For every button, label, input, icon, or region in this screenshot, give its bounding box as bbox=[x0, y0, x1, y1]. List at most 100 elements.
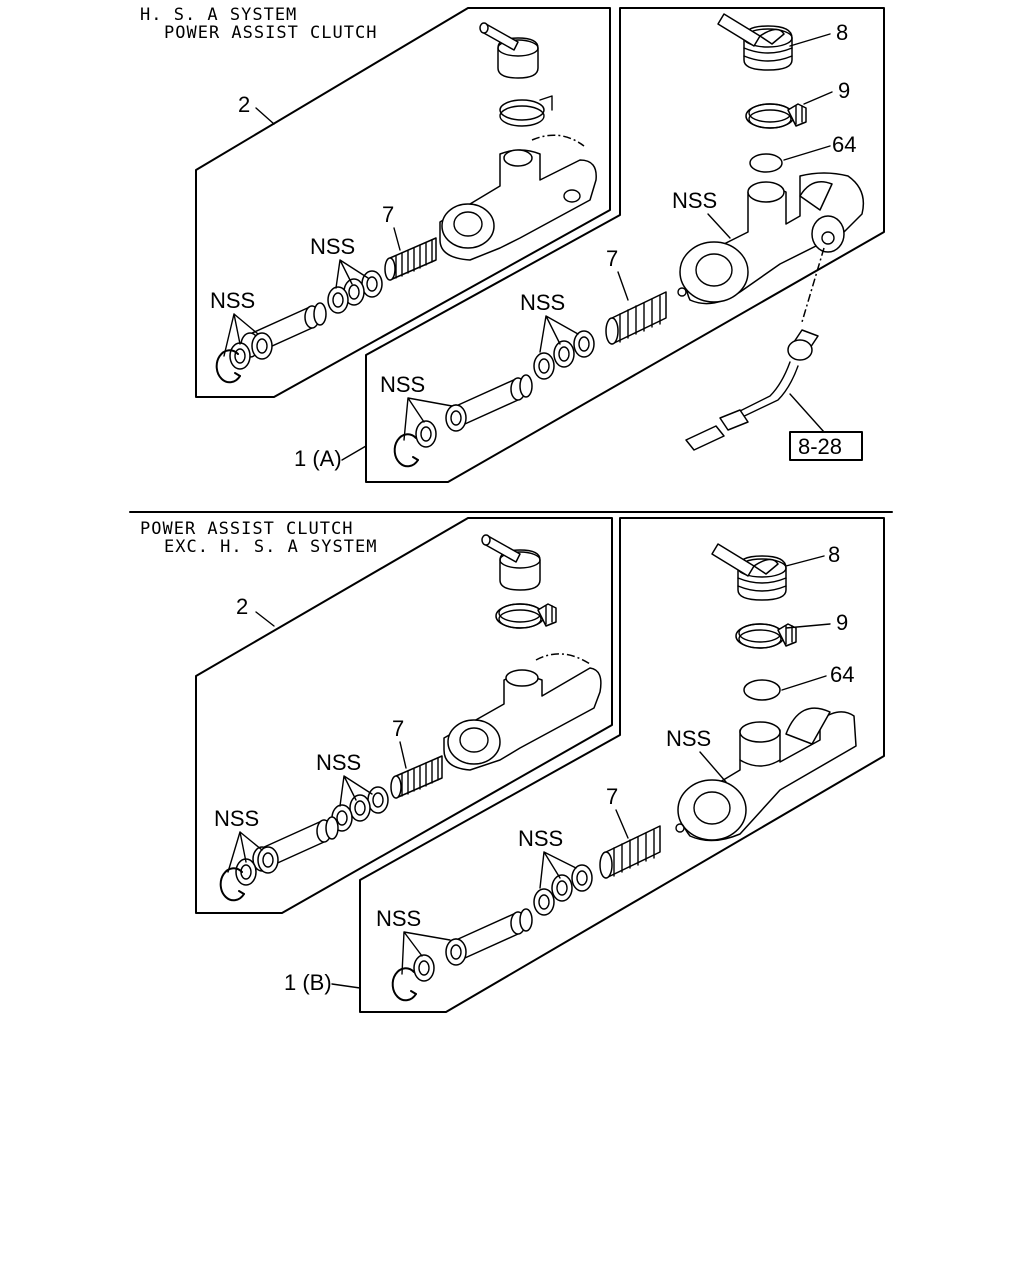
top-left-cup-4 bbox=[251, 332, 273, 360]
bottom-leader-nss-body bbox=[699, 751, 727, 783]
bottom-leader-nss-left-upper bbox=[339, 775, 373, 807]
top-right-spring bbox=[605, 291, 667, 345]
bottom-left-cup-2 bbox=[349, 794, 371, 822]
bottom-leader-assembly bbox=[331, 983, 361, 989]
top-subassembly-frame bbox=[195, 7, 611, 398]
bottom-leader-64 bbox=[781, 675, 827, 691]
top-ref-box-label: 8-28 bbox=[798, 434, 842, 459]
top-label-7-left: 7 bbox=[382, 202, 394, 227]
top-left-reservoir bbox=[479, 22, 539, 79]
top-right-cup-1 bbox=[573, 330, 595, 358]
bottom-label-nss-body: NSS bbox=[666, 726, 711, 751]
bottom-right-cup-1 bbox=[571, 864, 593, 892]
top-leader-nss-right-lower bbox=[403, 397, 453, 441]
bottom-leader-nss-right-lower bbox=[401, 931, 451, 975]
top-label-2: 2 bbox=[238, 92, 250, 117]
bottom-label-7-right: 7 bbox=[606, 784, 618, 809]
top-leader-8 bbox=[789, 33, 831, 47]
bottom-label-nss-right-upper: NSS bbox=[518, 826, 563, 851]
top-leader-7-left bbox=[393, 227, 401, 251]
bottom-label-8: 8 bbox=[828, 542, 840, 567]
bottom-left-cup-5 bbox=[235, 858, 257, 886]
bottom-leader-2 bbox=[255, 611, 275, 627]
top-leader-ref bbox=[789, 393, 825, 433]
top-label-nss-right-upper: NSS bbox=[520, 290, 565, 315]
bottom-label-2: 2 bbox=[236, 594, 248, 619]
top-left-cup-1 bbox=[361, 270, 383, 298]
top-right-cup-4 bbox=[445, 404, 467, 432]
top-label-8: 8 bbox=[836, 20, 848, 45]
bottom-left-reservoir bbox=[481, 534, 541, 591]
bottom-header-line2: EXC. H. S. A SYSTEM bbox=[164, 537, 377, 557]
top-right-clamp bbox=[745, 103, 807, 129]
bottom-right-snapring bbox=[391, 967, 417, 1002]
bottom-label-nss-left-lower: NSS bbox=[214, 806, 259, 831]
bottom-assembly-label: 1 (B) bbox=[284, 970, 332, 995]
top-header-line1: H. S. A SYSTEM bbox=[140, 5, 297, 25]
top-leader-assembly bbox=[341, 445, 367, 461]
top-leader-2 bbox=[255, 107, 275, 125]
top-leader-nss-left-lower bbox=[223, 313, 259, 357]
bottom-right-body bbox=[675, 707, 857, 842]
top-label-nss-right-lower: NSS bbox=[380, 372, 425, 397]
bottom-right-reservoir bbox=[711, 543, 787, 601]
bottom-label-64: 64 bbox=[830, 662, 854, 687]
bottom-label-9: 9 bbox=[836, 610, 848, 635]
bottom-left-clamp bbox=[495, 603, 557, 629]
top-right-cup-3 bbox=[533, 352, 555, 380]
bottom-section: POWER ASSIST CLUTCH EXC. H. S. A SYSTEM … bbox=[140, 517, 885, 1013]
top-section: H. S. A SYSTEM POWER ASSIST CLUTCH bbox=[140, 5, 885, 483]
top-right-oring bbox=[749, 153, 783, 173]
bottom-leader-7-right bbox=[615, 809, 629, 839]
top-label-nss-left-lower: NSS bbox=[210, 288, 255, 313]
top-left-cup-5 bbox=[229, 342, 251, 370]
bottom-right-oring bbox=[743, 679, 781, 701]
top-label-7-right: 7 bbox=[606, 246, 618, 271]
bottom-label-nss-left-upper: NSS bbox=[316, 750, 361, 775]
bottom-header-line1: POWER ASSIST CLUTCH bbox=[140, 519, 353, 539]
top-left-spring bbox=[384, 237, 437, 281]
top-leader-64 bbox=[783, 145, 831, 161]
top-right-body bbox=[677, 172, 865, 305]
top-left-clamp bbox=[499, 95, 553, 127]
top-label-nss-left-upper: NSS bbox=[310, 234, 355, 259]
top-sensor-line bbox=[801, 247, 825, 323]
top-right-cup-2 bbox=[553, 340, 575, 368]
bottom-leader-8 bbox=[785, 555, 825, 567]
top-leader-7-right bbox=[617, 271, 629, 301]
top-ref-box bbox=[789, 431, 863, 461]
top-right-sensor bbox=[685, 329, 819, 451]
bottom-label-nss-right-lower: NSS bbox=[376, 906, 421, 931]
bottom-left-spring bbox=[390, 755, 443, 799]
top-leader-9 bbox=[803, 91, 833, 105]
top-label-9: 9 bbox=[838, 78, 850, 103]
bottom-left-cup-4 bbox=[257, 846, 279, 874]
bottom-subassembly-frame bbox=[195, 517, 613, 914]
bottom-leader-7-left bbox=[399, 741, 407, 769]
bottom-leader-nss-left-lower bbox=[227, 831, 263, 873]
top-assembly-frame bbox=[365, 7, 885, 483]
top-left-cup-3 bbox=[327, 286, 349, 314]
bottom-assembly-frame bbox=[359, 517, 885, 1013]
bottom-label-7-left: 7 bbox=[392, 716, 404, 741]
bottom-right-spring bbox=[599, 825, 661, 879]
top-leader-nss-right-upper bbox=[539, 315, 579, 353]
top-header-line2: POWER ASSIST CLUTCH bbox=[164, 23, 377, 43]
top-leader-nss-left-upper bbox=[335, 259, 369, 289]
top-leader-nss-body bbox=[707, 213, 731, 239]
top-label-64: 64 bbox=[832, 132, 856, 157]
bottom-right-cup-2 bbox=[551, 874, 573, 902]
bottom-right-cup-3 bbox=[533, 888, 555, 916]
bottom-left-cup-1 bbox=[367, 786, 389, 814]
bottom-leader-9 bbox=[785, 623, 831, 629]
bottom-left-body bbox=[443, 653, 602, 771]
top-right-snapring bbox=[393, 433, 419, 468]
top-right-cup-5 bbox=[415, 420, 437, 448]
bottom-right-cup-5 bbox=[413, 954, 435, 982]
bottom-leader-nss-right-upper bbox=[539, 851, 577, 889]
bottom-right-cup-4 bbox=[445, 938, 467, 966]
top-label-nss-body: NSS bbox=[672, 188, 717, 213]
top-right-reservoir bbox=[717, 13, 793, 71]
top-assembly-label: 1 (A) bbox=[294, 446, 342, 471]
